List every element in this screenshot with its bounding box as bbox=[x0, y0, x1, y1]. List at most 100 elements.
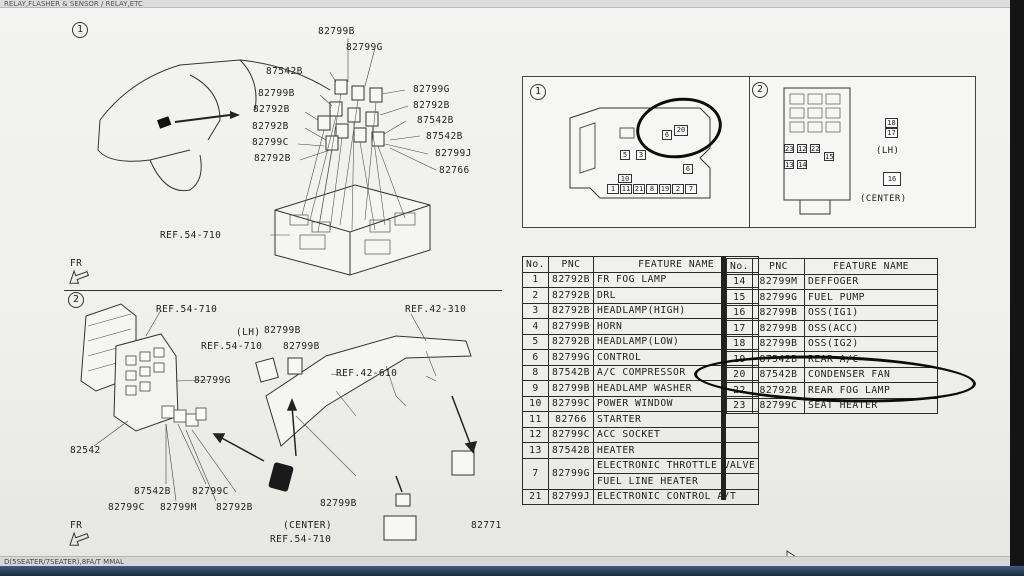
engine-bay-relay-box-diagram bbox=[97, 38, 437, 276]
cell-pnc: 82799B bbox=[752, 320, 805, 337]
fr-label: FR bbox=[70, 258, 83, 269]
cell-pnc: 82766 bbox=[548, 411, 594, 428]
d2-center-label: (CENTER) bbox=[283, 520, 332, 531]
cell-feature: ELECTRONIC CONTROL A/T bbox=[592, 488, 760, 505]
d2-g-part: 82799G bbox=[194, 375, 231, 386]
fuse-slot: 13 bbox=[784, 160, 794, 169]
table-divider bbox=[721, 256, 726, 500]
d1-label: 82799B bbox=[258, 88, 295, 99]
cell-pnc: 82792B bbox=[548, 333, 594, 350]
d2-bottom-part: 82792B bbox=[216, 502, 253, 513]
d2-ref-dash2: REF.42-610 bbox=[336, 368, 398, 379]
d1-ref-label: REF.54-710 bbox=[160, 230, 222, 241]
cell-pnc: 82792B bbox=[548, 287, 594, 304]
parts-catalog-page: RELAY,FLASHER & SENSOR / RELAY,ETC 1 bbox=[0, 0, 1010, 566]
d2-82542: 82542 bbox=[70, 445, 101, 456]
d1-label-top: 82799B bbox=[318, 26, 355, 37]
col-header-no: No. bbox=[726, 258, 753, 275]
bottom-status-text: D(5SEATER/7SEATER),8FA/T MMAL bbox=[4, 558, 124, 566]
fuse-slot: 14 bbox=[797, 160, 807, 169]
cell-pnc: 82799J bbox=[548, 488, 594, 505]
d1-label: 82792B bbox=[253, 104, 290, 115]
fuse-slot: 20 bbox=[674, 125, 688, 136]
window-title-strip: RELAY,FLASHER & SENSOR / RELAY,ETC bbox=[0, 0, 1010, 8]
cell-no: 11 bbox=[522, 411, 549, 428]
fuse-slot: 8 bbox=[646, 184, 658, 194]
fuse-slot: 11 bbox=[620, 184, 632, 194]
layout-divider bbox=[749, 77, 750, 227]
layout-2-number: 2 bbox=[752, 82, 768, 98]
fr-label-2: FR bbox=[70, 520, 83, 531]
d2-ref-dash: REF.42-310 bbox=[405, 304, 467, 315]
cell-feature: DEFFOGER bbox=[804, 273, 938, 290]
cell-no: 18 bbox=[726, 335, 753, 352]
d2-center-part: 82799B bbox=[320, 498, 357, 509]
cell-no: 4 bbox=[522, 318, 549, 335]
diagram-separator bbox=[64, 290, 502, 291]
fuse-slot: 23 bbox=[784, 144, 794, 153]
window-title: RELAY,FLASHER & SENSOR / RELAY,ETC bbox=[4, 0, 143, 8]
fuse-layout-frame bbox=[522, 76, 976, 228]
layout2-lh-label: (LH) bbox=[876, 146, 900, 156]
cell-feature: ACC SOCKET bbox=[592, 426, 760, 443]
cell-no: 9 bbox=[522, 380, 549, 397]
d2-right-part: 82771 bbox=[471, 520, 502, 531]
d2-lh-part: 82799B bbox=[264, 325, 301, 336]
col-header-no: No. bbox=[522, 256, 549, 273]
cell-pnc: 87542B bbox=[548, 364, 594, 381]
fuse-slot: 1 bbox=[607, 184, 619, 194]
d1-label: 82799G bbox=[413, 84, 450, 95]
d2-bottom-part: 82799C bbox=[192, 486, 229, 497]
cell-no: 10 bbox=[522, 395, 549, 412]
fuse-slot: 21 bbox=[633, 184, 645, 194]
d2-bottom-part: 82799C bbox=[108, 502, 145, 513]
fuse-row: 1 11 21 8 19 2 7 bbox=[607, 184, 697, 194]
d2-bottom-part: 82799M bbox=[160, 502, 197, 513]
cell-no: 15 bbox=[726, 289, 753, 306]
cell-no: 21 bbox=[522, 488, 549, 505]
fuse-slot: 2 bbox=[672, 184, 684, 194]
layout-1-number: 1 bbox=[530, 84, 546, 100]
cabin-relay-diagram bbox=[80, 303, 478, 541]
cell-feature: SEAT HEATER bbox=[804, 397, 938, 414]
cell-pnc: 82799B bbox=[752, 304, 805, 321]
cell-pnc: 82792B bbox=[548, 271, 594, 288]
cell-pnc: 82799C bbox=[548, 395, 594, 412]
diagram-1-number: 1 bbox=[72, 22, 88, 38]
diagram-2-number: 2 bbox=[68, 292, 84, 308]
cell-pnc: 82799B bbox=[548, 380, 594, 397]
cell-no: 17 bbox=[726, 320, 753, 337]
cell-pnc: 82799G bbox=[752, 289, 805, 306]
fr-arrow-icon bbox=[69, 269, 90, 284]
fuse-slot: 6 bbox=[662, 130, 672, 140]
d1-label: 87542B bbox=[426, 131, 463, 142]
d1-label: 82792B bbox=[252, 121, 289, 132]
taskbar bbox=[0, 566, 1024, 576]
cell-no: 13 bbox=[522, 442, 549, 459]
cell-feature: OSS(IG1) bbox=[804, 304, 938, 321]
fuse-slot: 7 bbox=[685, 184, 697, 194]
cell-no: 3 bbox=[522, 302, 549, 319]
fuse-slot: 15 bbox=[824, 152, 834, 161]
cell-no: 16 bbox=[726, 304, 753, 321]
fuse-slot: 19 bbox=[659, 184, 671, 194]
cell-pnc: 82799C bbox=[752, 397, 805, 414]
fuse-slot: 5 bbox=[620, 150, 630, 160]
fuse-slot: 10 bbox=[618, 174, 632, 183]
cell-feature: ELECTRONIC THROTTLE VALVE bbox=[592, 457, 760, 474]
bottom-status-strip: D(5SEATER/7SEATER),8FA/T MMAL bbox=[0, 556, 1010, 566]
cell-no: 14 bbox=[726, 273, 753, 290]
